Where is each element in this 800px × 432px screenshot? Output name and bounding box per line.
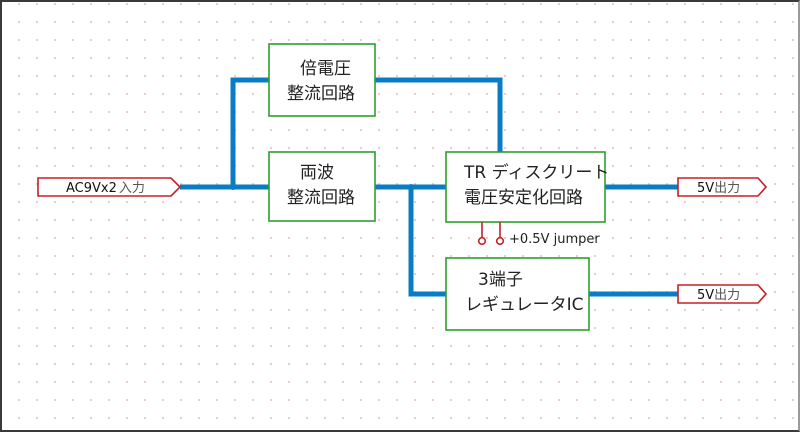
output-1-text-jp: 出力: [714, 181, 740, 196]
wire-split-to-doubler: [230, 77, 269, 190]
block-full-wave[interactable]: 両波 整流回路: [268, 151, 376, 222]
block-tr-discrete-border: [445, 151, 606, 223]
jumper-pin-1[interactable]: [477, 236, 487, 246]
output-1-text-en: 5V: [697, 181, 714, 196]
input-label-text-jp: 入力: [119, 181, 145, 196]
junctions: [230, 184, 414, 190]
block-three-terminal-border: [445, 257, 590, 331]
input-port-shape: [37, 177, 182, 197]
block-voltage-doubler-border: [268, 43, 376, 117]
output-port-label-2[interactable]: 5V出力: [677, 284, 768, 304]
block-three-terminal-line2: レギュレータIC: [465, 295, 584, 315]
block-tr-discrete-line1: TR ディスクリート: [463, 162, 609, 183]
output-port-1-shape: [677, 177, 768, 197]
block-three-terminal-regulator[interactable]: 3端子 レギュレータIC: [445, 257, 590, 331]
block-full-wave-line2: 整流回路: [287, 188, 355, 208]
block-voltage-doubler-line1: 倍電圧: [300, 59, 351, 79]
wire-doubler-to-tr: [375, 77, 503, 152]
wires: [180, 77, 678, 297]
block-three-terminal-line1: 3端子: [478, 270, 523, 290]
junction-dot: [408, 184, 414, 190]
block-tr-discrete[interactable]: TR ディスクリート 電圧安定化回路: [445, 151, 609, 223]
jumper-label: +0.5V jumper: [509, 232, 600, 247]
block-full-wave-line1: 両波: [300, 163, 334, 183]
svg-text:5V出力: 5V出力: [697, 288, 740, 303]
input-label-text-en: AC9Vx2: [66, 181, 117, 196]
block-voltage-doubler-line2: 整流回路: [287, 84, 355, 104]
block-full-wave-border: [268, 151, 376, 222]
output-port-2-shape: [677, 284, 768, 304]
output-port-label-1[interactable]: 5V出力: [677, 177, 768, 197]
output-2-text-jp: 出力: [714, 288, 740, 303]
junction-dot: [230, 184, 236, 190]
output-2-text-en: 5V: [697, 288, 714, 303]
svg-text:5V出力: 5V出力: [697, 181, 740, 196]
block-voltage-doubler[interactable]: 倍電圧 整流回路: [268, 43, 376, 117]
wire-fullwave-to-regulator: [408, 187, 446, 297]
jumper-pin-2[interactable]: [495, 236, 505, 246]
block-tr-discrete-line2: 電圧安定化回路: [464, 188, 583, 208]
jumper[interactable]: +0.5V jumper: [477, 222, 601, 247]
